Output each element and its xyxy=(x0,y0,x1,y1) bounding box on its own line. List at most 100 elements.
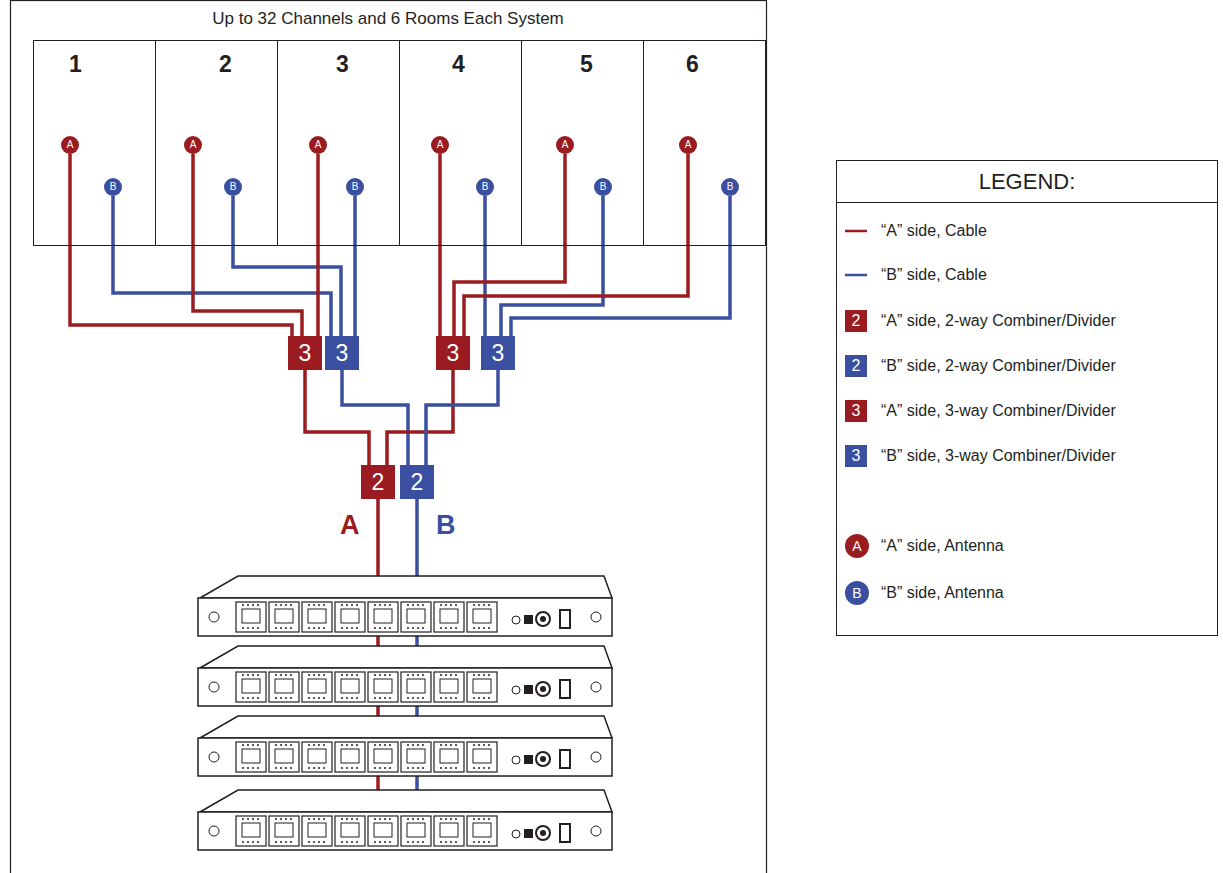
room-box: 4A B xyxy=(399,40,522,246)
room-box: 5A B xyxy=(521,40,644,246)
room-box: 2A B xyxy=(155,40,278,246)
room-number: 6 xyxy=(686,51,699,78)
legend-text: “A” side, 2-way Combiner/Divider xyxy=(881,311,1116,331)
legend-row: 3 “A” side, 3-way Combiner/Divider xyxy=(845,399,1205,423)
room-number: 3 xyxy=(336,51,349,78)
legend-antenna-sample: B xyxy=(845,581,869,605)
swatch-number: 2 xyxy=(852,313,861,329)
antenna-letter: B xyxy=(727,182,734,192)
room-box: 3A B xyxy=(277,40,400,246)
legend-box: LEGEND: “A” side, Cable “B” side, Cable 2 “A… xyxy=(836,160,1218,636)
cable xyxy=(501,196,603,336)
cable xyxy=(353,196,357,336)
room-number: 5 xyxy=(580,51,593,78)
antenna-letter: A xyxy=(685,140,692,150)
antenna-letter: B xyxy=(352,182,359,192)
receiver-rack xyxy=(198,716,612,776)
receiver-rack xyxy=(198,646,612,706)
legend-header: LEGEND: xyxy=(837,161,1217,203)
cable xyxy=(387,370,453,465)
antenna-circle: A xyxy=(556,136,574,154)
swatch-number: 2 xyxy=(852,358,861,374)
receiver-rack xyxy=(198,576,612,636)
antenna-letter: A xyxy=(315,140,322,150)
antenna-circle: A xyxy=(61,136,79,154)
legend-swatch: 3 xyxy=(845,400,867,422)
diagram-title: Up to 32 Channels and 6 Rooms Each Syste… xyxy=(10,9,766,29)
cable xyxy=(70,154,292,336)
antenna-letter: B xyxy=(230,182,237,192)
cable xyxy=(233,196,341,336)
swatch-number: 3 xyxy=(852,403,861,419)
combiner-box: 3 xyxy=(288,336,322,370)
antenna-letter: B xyxy=(110,182,117,192)
combiner-number: 3 xyxy=(336,342,349,365)
cable xyxy=(438,154,442,336)
antenna-letter: B xyxy=(482,182,489,192)
swatch-letter: A xyxy=(852,539,861,553)
cable xyxy=(483,196,487,336)
antenna-circle: A xyxy=(679,136,697,154)
combiner-number: 3 xyxy=(447,342,460,365)
legend-title: LEGEND: xyxy=(837,161,1217,195)
legend-text: “A” side, 3-way Combiner/Divider xyxy=(881,401,1116,421)
cable xyxy=(511,196,730,336)
room-number: 4 xyxy=(452,51,465,78)
panel-border xyxy=(11,1,767,873)
receiver-racks xyxy=(198,498,612,850)
legend-text: “A” side, Cable xyxy=(881,221,987,241)
legend-row: 2 “A” side, 2-way Combiner/Divider xyxy=(845,309,1205,333)
legend-row: “B” side, Cable xyxy=(845,263,1205,287)
combiner-box: 3 xyxy=(436,336,470,370)
antenna-circle: A xyxy=(184,136,202,154)
antenna-circle: B xyxy=(594,178,612,196)
room-box: 6A B xyxy=(643,40,766,246)
cable xyxy=(305,370,369,465)
antenna-circle: B xyxy=(476,178,494,196)
antenna-circle: B xyxy=(721,178,739,196)
legend-text: “A” side, Antenna xyxy=(881,536,1004,556)
cable xyxy=(464,154,688,336)
legend-row: A “A” side, Antenna xyxy=(845,534,1205,558)
cable xyxy=(342,370,408,465)
legend-row: “A” side, Cable xyxy=(845,219,1205,243)
legend-row: 2 “B” side, 2-way Combiner/Divider xyxy=(845,354,1205,378)
legend-swatch: 2 xyxy=(845,355,867,377)
legend-antenna-sample: A xyxy=(845,534,869,558)
legend-text: “B” side, Antenna xyxy=(881,583,1004,603)
room-number: 2 xyxy=(219,51,232,78)
legend-row: 3 “B” side, 3-way Combiner/Divider xyxy=(845,444,1205,468)
antenna-letter: A xyxy=(562,140,569,150)
side-label: B xyxy=(436,510,456,541)
combiner-number: 2 xyxy=(411,471,424,494)
cable xyxy=(454,154,565,336)
antenna-circle: A xyxy=(431,136,449,154)
antenna-circle: A xyxy=(309,136,327,154)
room-number: 1 xyxy=(69,51,82,78)
combiner-box: 3 xyxy=(481,336,515,370)
legend-row: B “B” side, Antenna xyxy=(845,581,1205,605)
combiner-number: 2 xyxy=(372,471,385,494)
antenna-circle: B xyxy=(346,178,364,196)
room-box: 1A B xyxy=(33,40,156,246)
cable xyxy=(193,154,302,336)
swatch-number: 3 xyxy=(852,448,861,464)
cable xyxy=(316,154,320,336)
legend-text: “B” side, 2-way Combiner/Divider xyxy=(881,356,1116,376)
combiner-number: 3 xyxy=(492,342,505,365)
combiner-box: 3 xyxy=(325,336,359,370)
antenna-letter: A xyxy=(437,140,444,150)
legend-text: “B” side, Cable xyxy=(881,265,987,285)
legend-line-sample xyxy=(845,219,869,243)
combiner-box: 2 xyxy=(361,465,395,499)
antenna-letter: A xyxy=(190,140,197,150)
swatch-letter: B xyxy=(852,586,861,600)
legend-line-sample xyxy=(845,263,869,287)
legend-text: “B” side, 3-way Combiner/Divider xyxy=(881,446,1116,466)
antenna-circle: B xyxy=(104,178,122,196)
antenna-letter: A xyxy=(67,140,74,150)
antenna-circle: B xyxy=(224,178,242,196)
legend-swatch: 3 xyxy=(845,445,867,467)
combiner-number: 3 xyxy=(299,342,312,365)
